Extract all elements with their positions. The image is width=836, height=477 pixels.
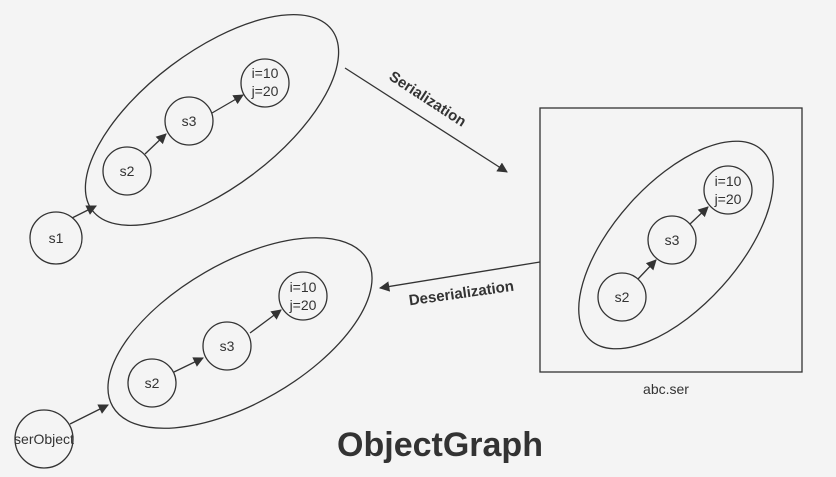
deserialization-label: Deserialization [408,278,515,310]
serialization-arrow: Serialization [344,67,508,173]
stored-node-values: i=10 j=20 [703,165,753,215]
restored-node-s2-label: s2 [145,375,160,391]
restored-node-s3: s3 [202,321,252,371]
stored-value-i: i=10 [715,173,742,189]
node-ser-object-label: serObject [14,431,74,447]
diagram-title: ObjectGraph [337,426,543,464]
serialization-arrow-line [344,67,508,173]
node-s1-label: s1 [49,230,64,246]
original-graph: s1 s2 s3 i=10 j=20 [29,14,340,265]
original-graph-ellipse [84,14,340,226]
stored-node-s2: s2 [597,272,647,322]
stored-node-s2-label: s2 [615,289,630,305]
stored-edge-s3-values [689,206,709,225]
restored-value-j: j=20 [289,297,317,313]
restored-node-s3-label: s3 [220,338,235,354]
restored-node-values: i=10 j=20 [278,271,328,321]
restored-edge-root-s2 [69,404,109,425]
node-ser-object: serObject [14,409,74,469]
restored-node-s2: s2 [127,358,177,408]
file-box: abc.ser s2 s3 i=10 j=20 [539,107,803,397]
file-name: abc.ser [643,381,689,397]
edge-s3-values [211,94,244,114]
restored-value-i: i=10 [290,279,317,295]
node-s2: s2 [102,146,152,196]
deserialization-arrow-line [378,261,541,292]
stored-node-s3: s3 [647,215,697,265]
node-s3-label: s3 [182,113,197,129]
value-i: i=10 [252,65,279,81]
stored-graph-ellipse [578,140,774,350]
stored-edge-s2-s3 [637,259,657,280]
file-box-frame [539,107,803,373]
node-s3: s3 [164,96,214,146]
edge-s1-s2 [71,205,97,219]
restored-edge-s3-values [249,309,282,334]
restored-graph-ellipse [107,237,373,429]
node-s2-label: s2 [120,163,135,179]
value-j: j=20 [251,83,279,99]
restored-edge-s2-s3 [173,357,204,373]
stored-value-j: j=20 [714,191,742,207]
node-s1: s1 [29,211,83,265]
stored-node-s3-label: s3 [665,232,680,248]
restored-graph: serObject s2 s3 i=10 j=20 [14,237,373,469]
edge-s2-s3 [144,133,167,155]
node-values: i=10 j=20 [240,58,290,108]
deserialization-arrow: Deserialization [378,261,541,310]
